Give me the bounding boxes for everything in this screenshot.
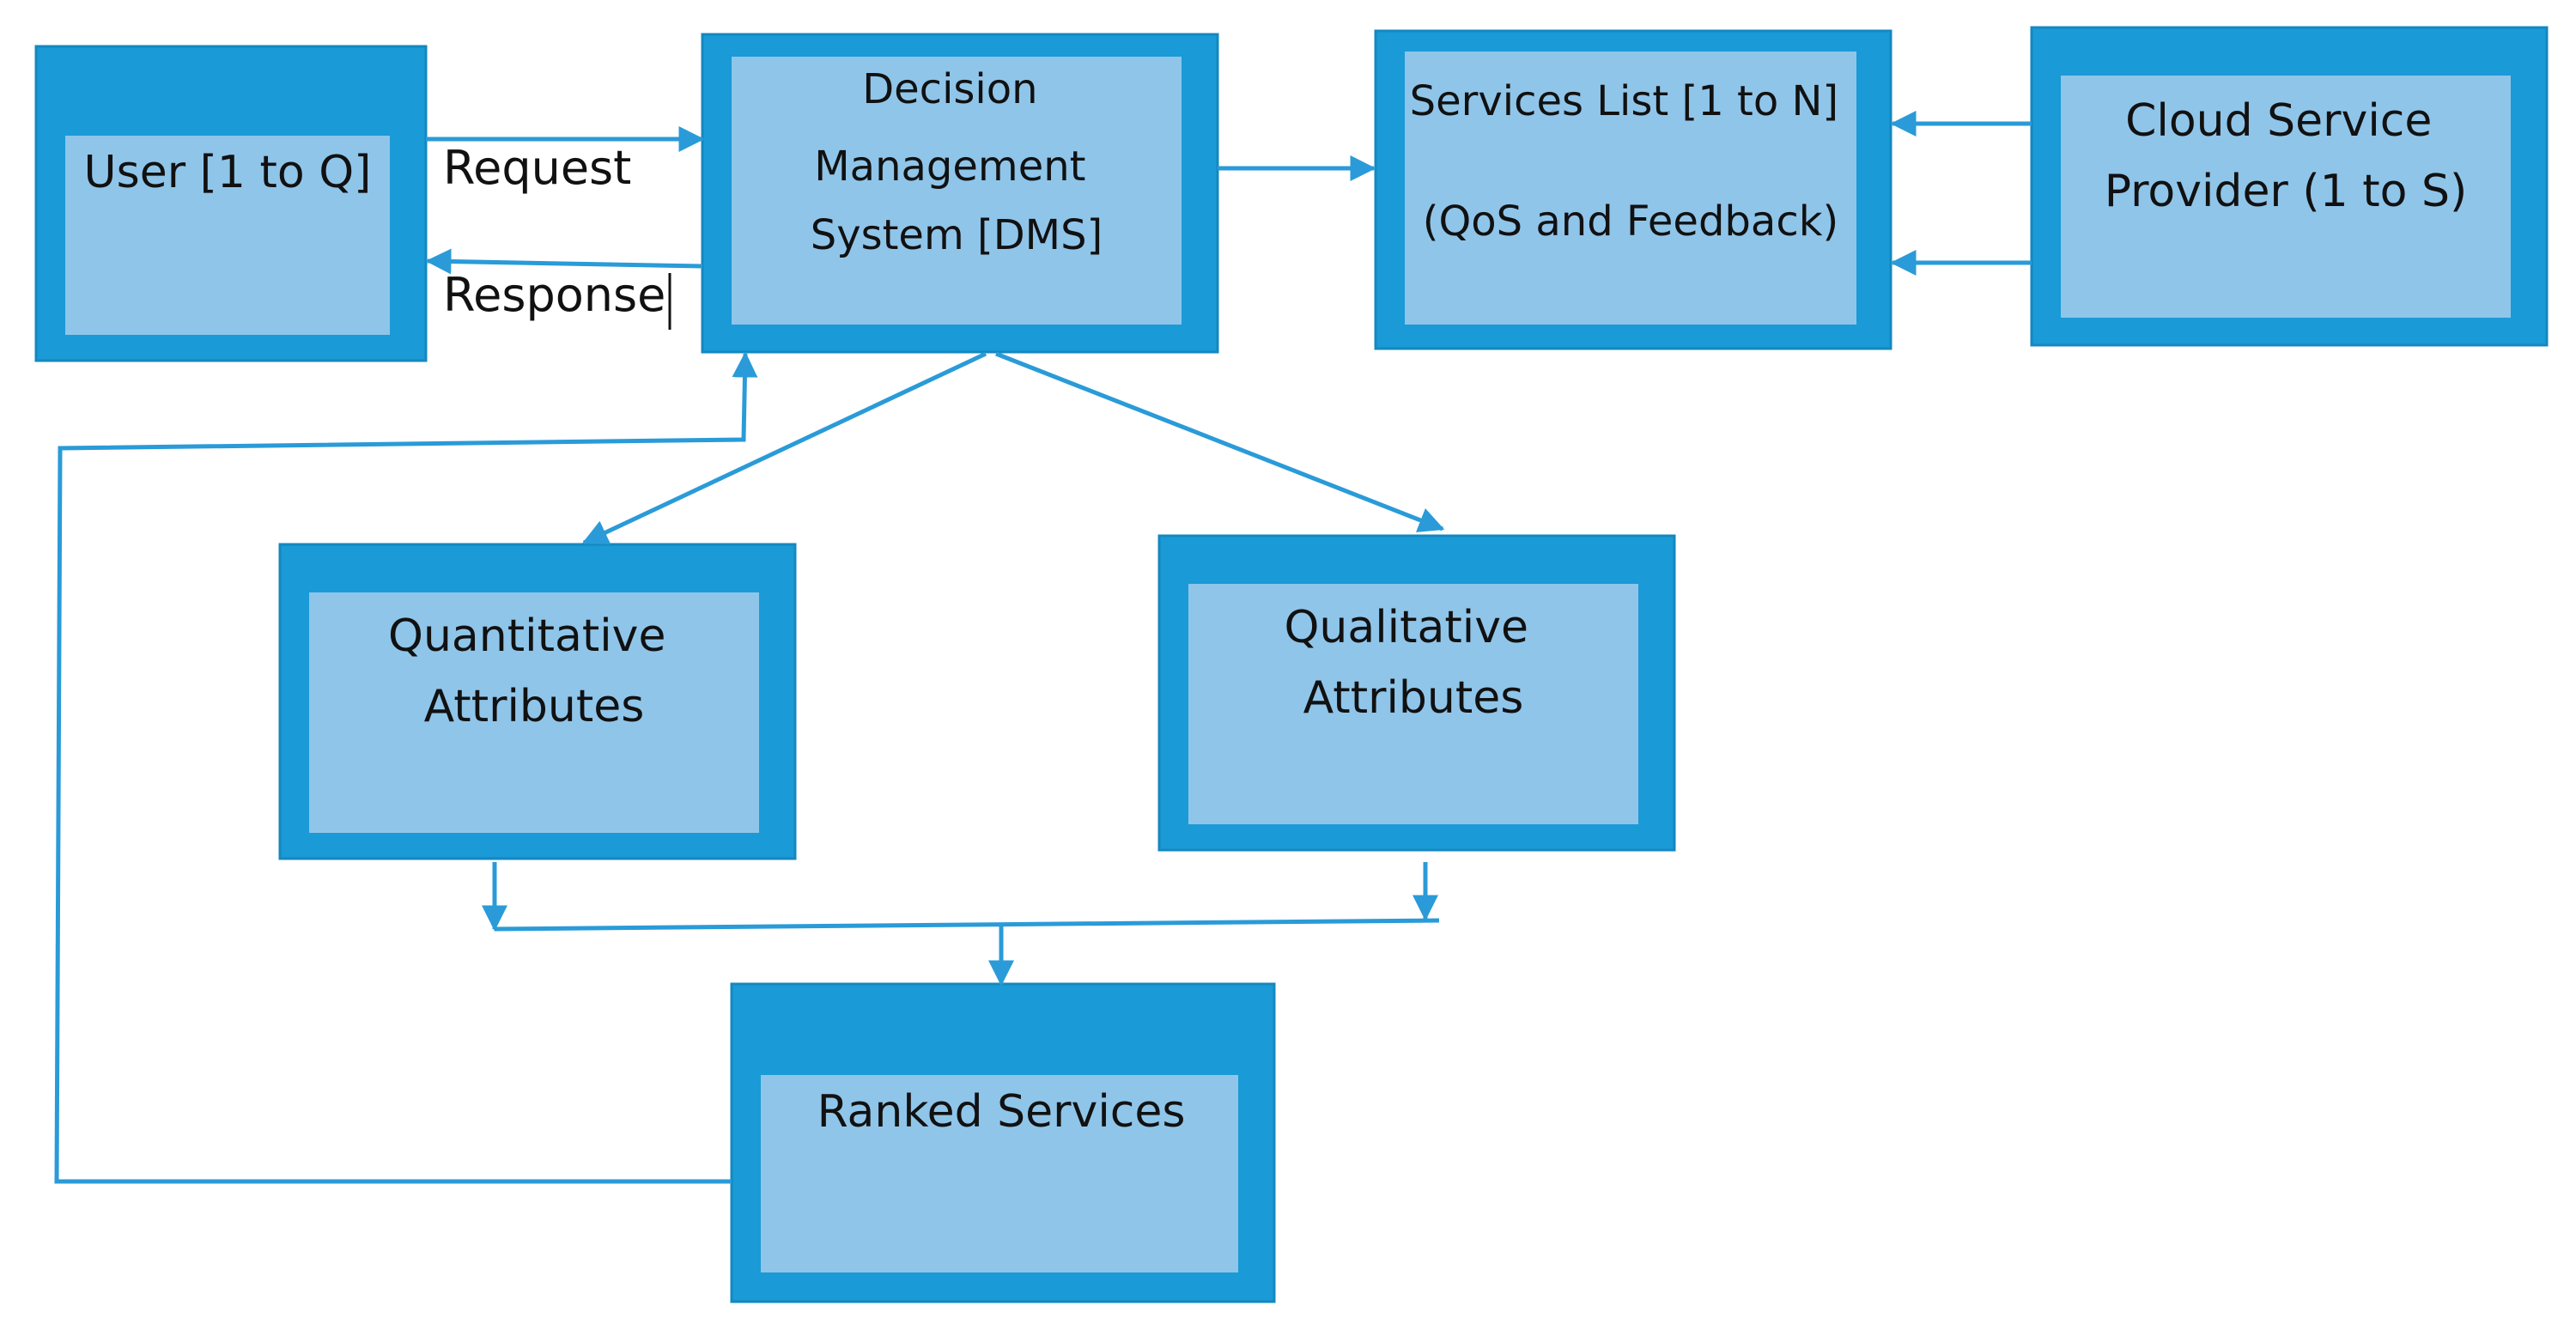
dms-node-label: Decision Management System [DMS] xyxy=(811,65,1103,259)
services-list-node-label: Services List [1 to N] (QoS and Feedback… xyxy=(1410,77,1852,246)
response-arrow xyxy=(425,248,703,275)
cloud-provider-node: Cloud Service Provider (1 to S) xyxy=(2030,26,2549,347)
response-label: Response xyxy=(443,268,665,322)
cloud-provider-node-label: Cloud Service Provider (1 to S) xyxy=(2105,95,2468,217)
dms-to-qualitative-arrow xyxy=(995,351,1445,532)
merge-line xyxy=(494,918,1440,932)
user-node-label: User [1 to Q] xyxy=(84,147,372,198)
qualitative-attributes-label: Qualitative Attributes xyxy=(1284,602,1542,724)
user-node: User [1 to Q] xyxy=(34,45,428,362)
feedback-loop-arrow xyxy=(54,351,758,1184)
quantitative-attributes-label: Quantitative Attributes xyxy=(388,610,680,732)
qualitative-attributes-node: Qualitative Attributes xyxy=(1157,534,1676,852)
quantitative-attributes-node: Quantitative Attributes xyxy=(278,543,797,860)
dms-node: Decision Management System [DMS] xyxy=(701,33,1219,354)
services-list-node: Services List [1 to N] (QoS and Feedback… xyxy=(1374,29,1893,350)
ranked-services-node: Ranked Services xyxy=(730,982,1276,1303)
request-label: Request xyxy=(443,141,631,195)
dms-to-quantitative-arrow xyxy=(581,351,987,545)
ranked-services-label: Ranked Services xyxy=(817,1086,1186,1138)
